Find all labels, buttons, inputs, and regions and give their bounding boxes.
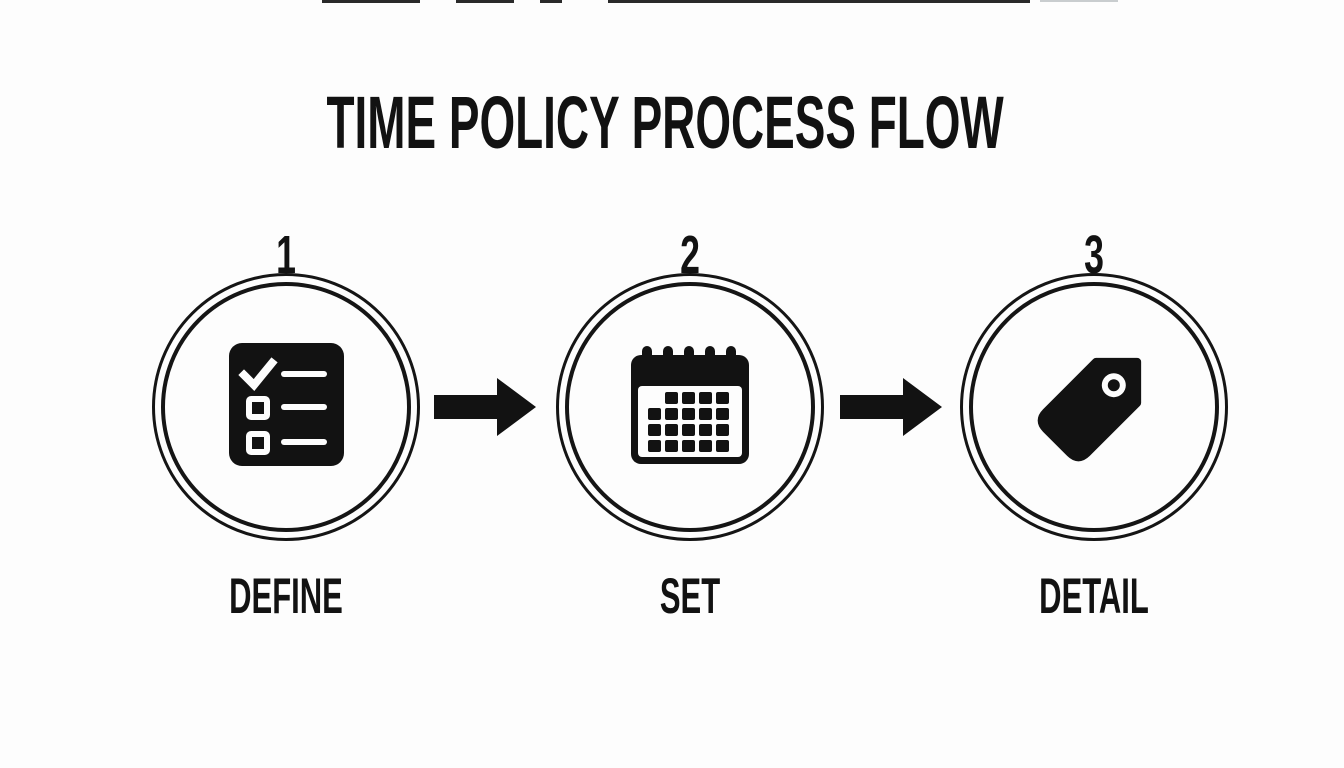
step-number: 3 [1084, 225, 1104, 285]
step-circle [556, 273, 824, 541]
step-label: DEFINE [229, 568, 343, 624]
step-label: SET [659, 568, 721, 624]
top-edge-artifact [608, 0, 1030, 3]
checklist-icon [228, 343, 344, 471]
right-arrow-icon [434, 376, 538, 443]
step-circle [152, 273, 420, 541]
step-circle-inner-ring [565, 282, 815, 532]
page-title: TIME POLICY PROCESS FLOW [326, 81, 1004, 164]
top-edge-artifact [322, 0, 420, 3]
top-edge-artifact [540, 0, 562, 3]
step-circle [960, 273, 1228, 541]
step-circle-inner-ring [969, 282, 1219, 532]
step-number: 2 [680, 225, 700, 285]
tag-icon [1019, 330, 1169, 485]
calendar-icon [631, 345, 749, 469]
top-edge-artifact [456, 0, 514, 3]
step-circle-inner-ring [161, 282, 411, 532]
step-label: DETAIL [1039, 568, 1149, 624]
right-arrow-icon [840, 376, 944, 443]
step-number: 1 [276, 225, 296, 285]
top-edge-artifact [1040, 0, 1118, 2]
